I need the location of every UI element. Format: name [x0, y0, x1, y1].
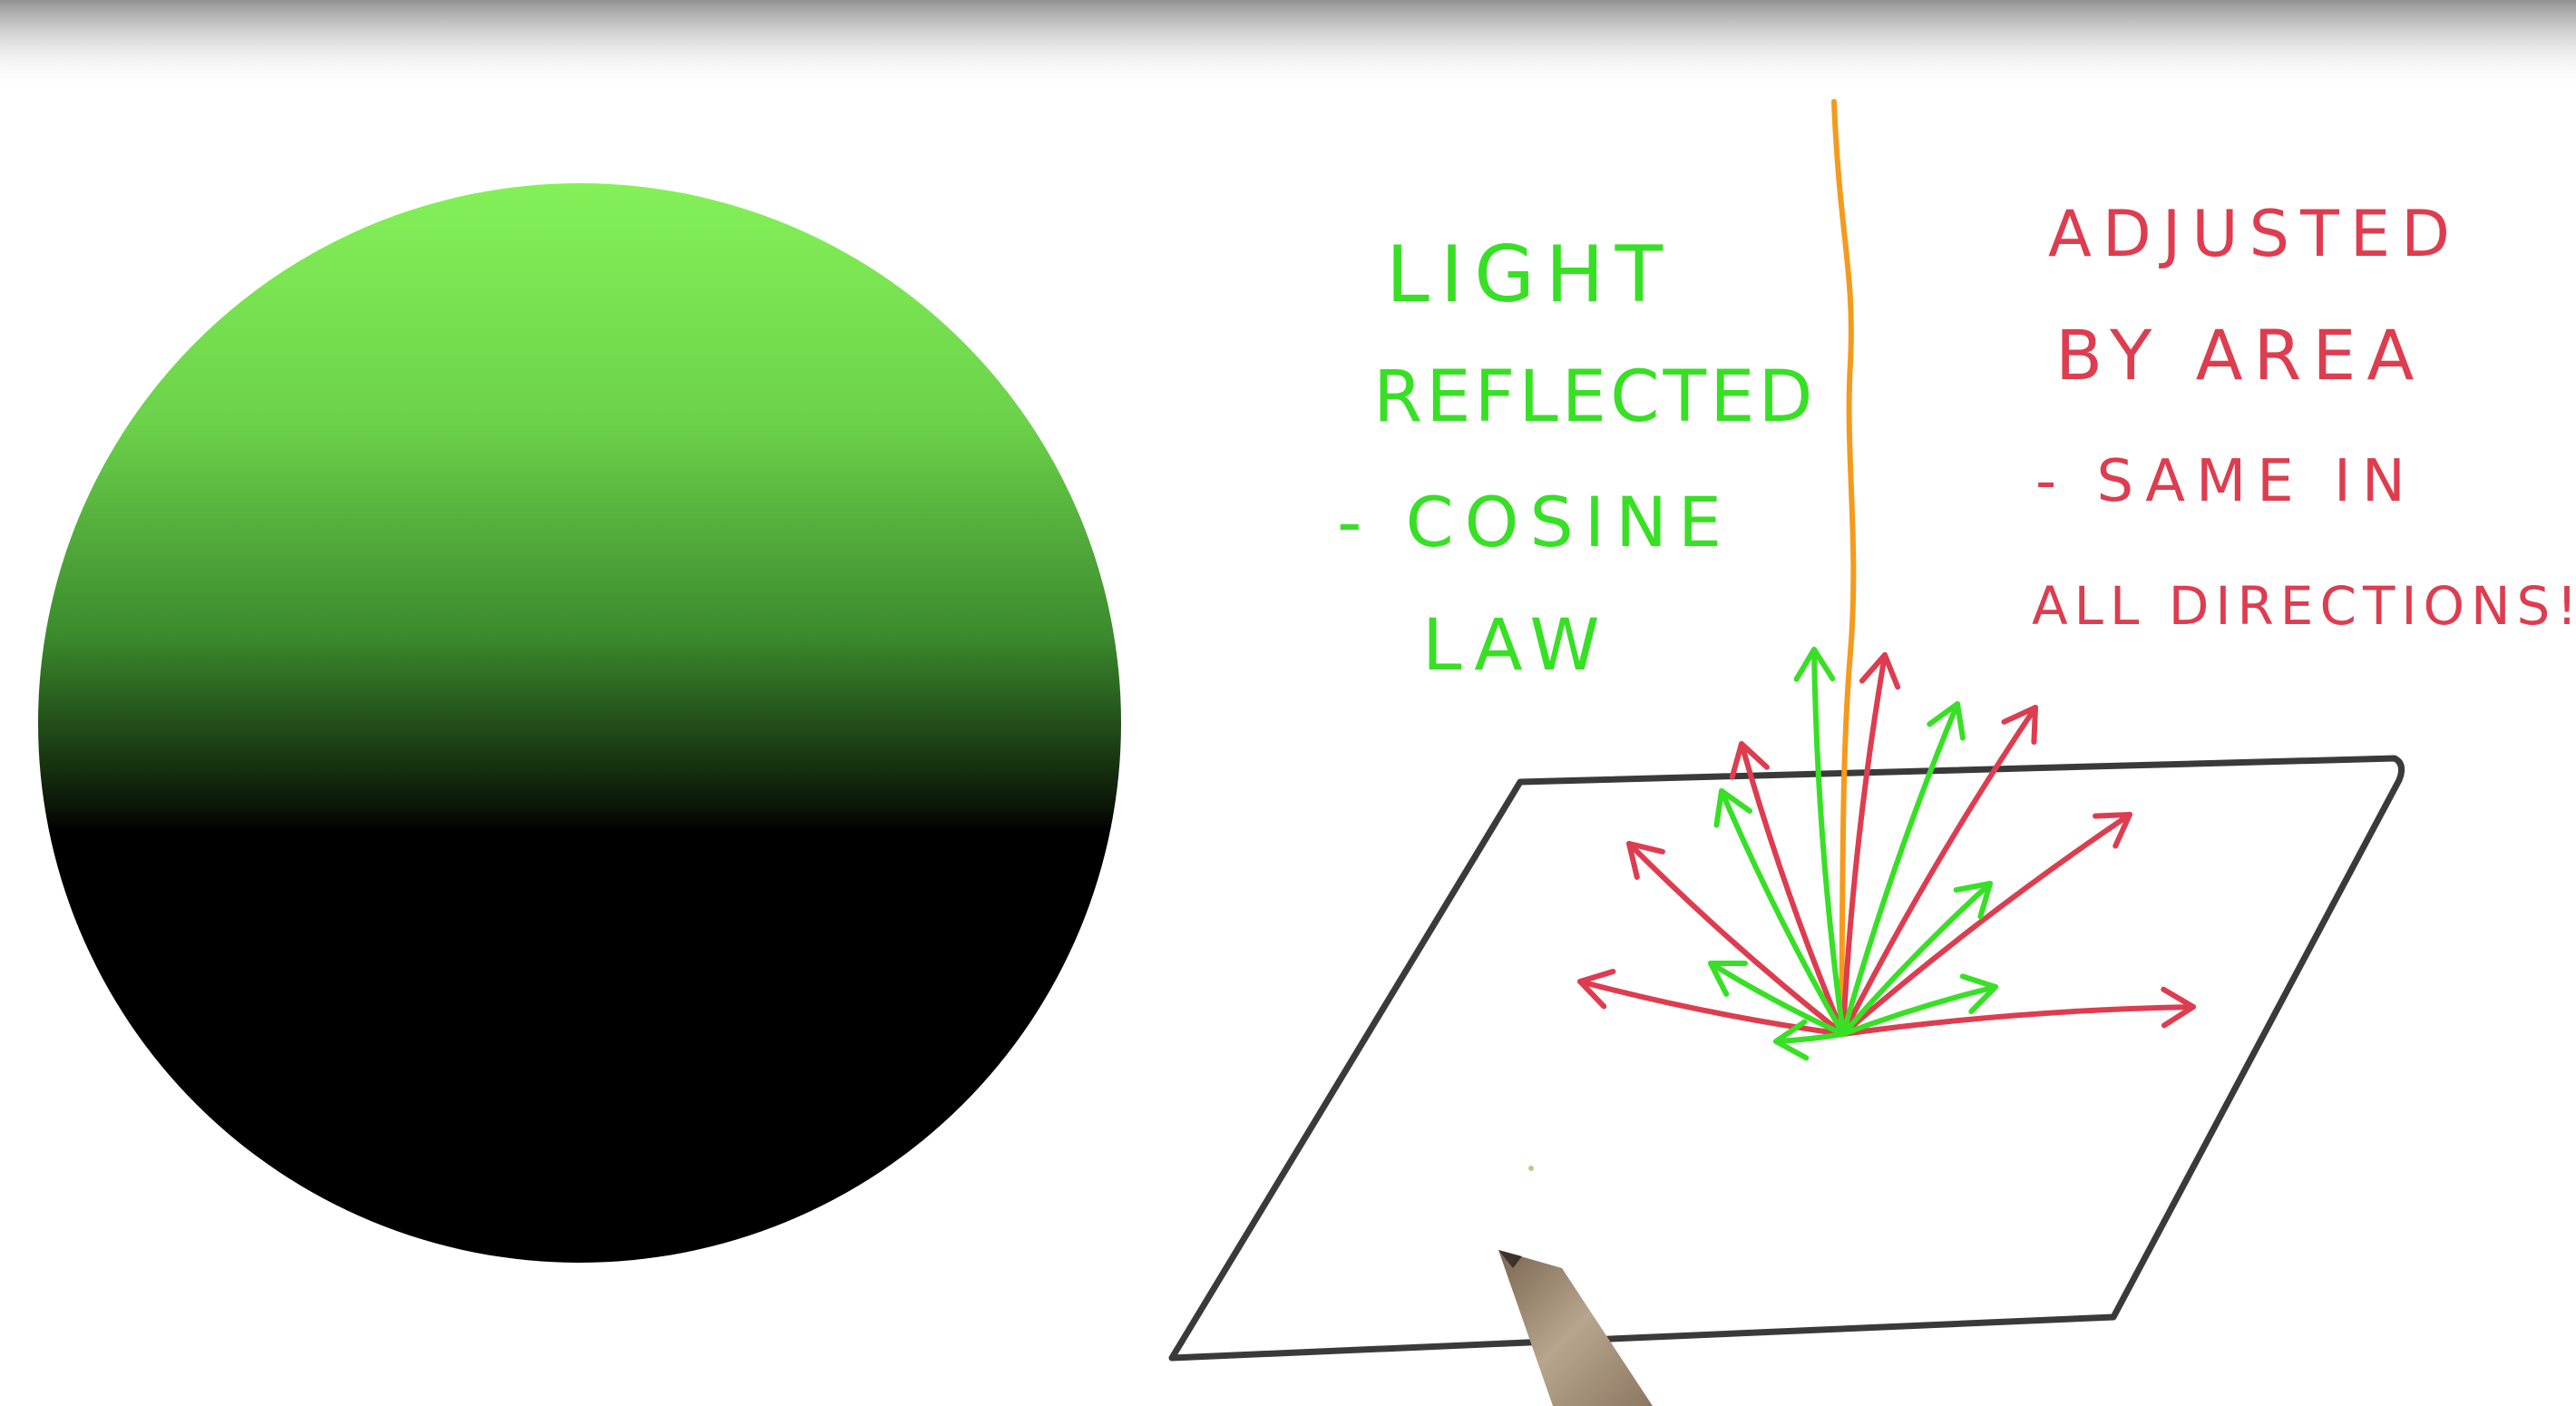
red-arrow: [1577, 969, 1846, 1037]
green-arrow: [1840, 701, 1966, 1037]
green-arrow: [1708, 961, 1846, 1037]
green-label-cosine: - COSINE: [1337, 482, 1732, 562]
red-label-same-in: - SAME IN: [2035, 448, 2416, 515]
red-arrow: [1840, 705, 2038, 1037]
top-shadow: [0, 0, 2576, 91]
reflected-arrows-green: [1708, 647, 1998, 1061]
green-arrow: [1840, 881, 1993, 1037]
red-label-all-directions: ALL DIRECTIONS!: [2032, 575, 2576, 637]
pen-tip-icon: [1498, 1250, 1653, 1406]
reflected-arrows-red: [1577, 652, 2196, 1037]
red-arrow: [1626, 841, 1846, 1037]
red-arrow: [1729, 741, 1846, 1037]
red-arrow: [1840, 652, 1901, 1037]
green-arrow: [1840, 973, 1998, 1037]
red-arrow: [1840, 812, 2132, 1037]
red-arrow: [1840, 986, 2196, 1037]
green-label-group: LIGHT REFLECTED - COSINE LAW: [1337, 229, 1817, 687]
red-label-by-area: BY AREA: [2055, 315, 2425, 395]
green-arrow: [1793, 647, 1846, 1037]
incoming-light-ray: [1831, 99, 1857, 1037]
red-label-adjusted: ADJUSTED: [2048, 197, 2461, 271]
surface-plane: [1168, 755, 2405, 1362]
green-label-reflected: REFLECTED: [1373, 356, 1817, 438]
green-label-light: LIGHT: [1386, 229, 1673, 320]
green-arrow: [1713, 788, 1846, 1037]
red-label-group: ADJUSTED BY AREA - SAME IN ALL DIRECTION…: [2032, 197, 2576, 637]
pen-dot: [1528, 1166, 1534, 1171]
green-arrow: [1773, 1019, 1846, 1061]
green-label-law: LAW: [1422, 605, 1610, 687]
shaded-sphere: [38, 183, 1121, 1263]
